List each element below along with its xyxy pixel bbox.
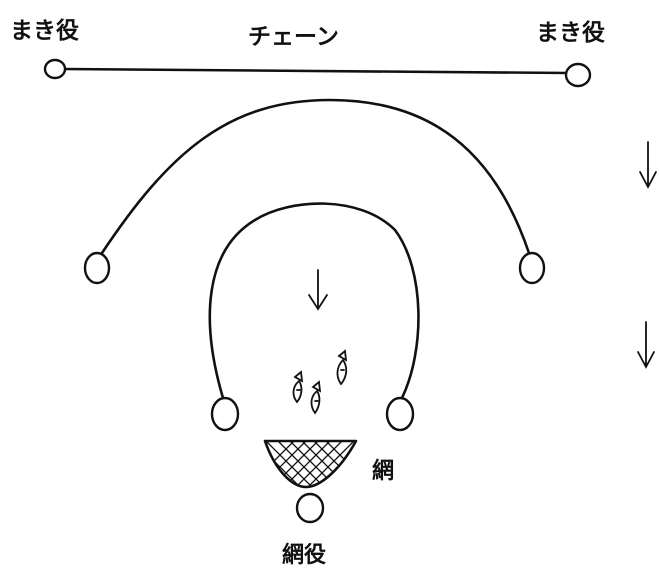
down-arrow-icon xyxy=(639,141,657,189)
chain-arc-wide xyxy=(98,98,532,258)
person-inner-left xyxy=(210,396,240,432)
person-maki-right xyxy=(564,62,592,88)
fish-icon xyxy=(336,349,348,386)
down-arrow-icon xyxy=(637,321,655,369)
label-maki-left: まき役 xyxy=(10,18,79,44)
fish-icon xyxy=(292,370,304,404)
person-net-holder xyxy=(295,492,325,524)
chain-arc-narrow xyxy=(208,202,420,400)
label-maki-right: まき役 xyxy=(536,20,605,46)
person-arc-right xyxy=(518,251,546,285)
down-arrow-icon xyxy=(308,269,328,311)
person-arc-left xyxy=(83,251,111,285)
label-net-holder: 網役 xyxy=(282,542,326,568)
fish-icon xyxy=(310,380,322,415)
person-maki-left xyxy=(43,58,67,80)
label-chain: チェーン xyxy=(248,24,339,50)
chain-line xyxy=(62,67,572,75)
label-net: 網 xyxy=(372,458,394,484)
person-inner-right xyxy=(385,396,415,432)
